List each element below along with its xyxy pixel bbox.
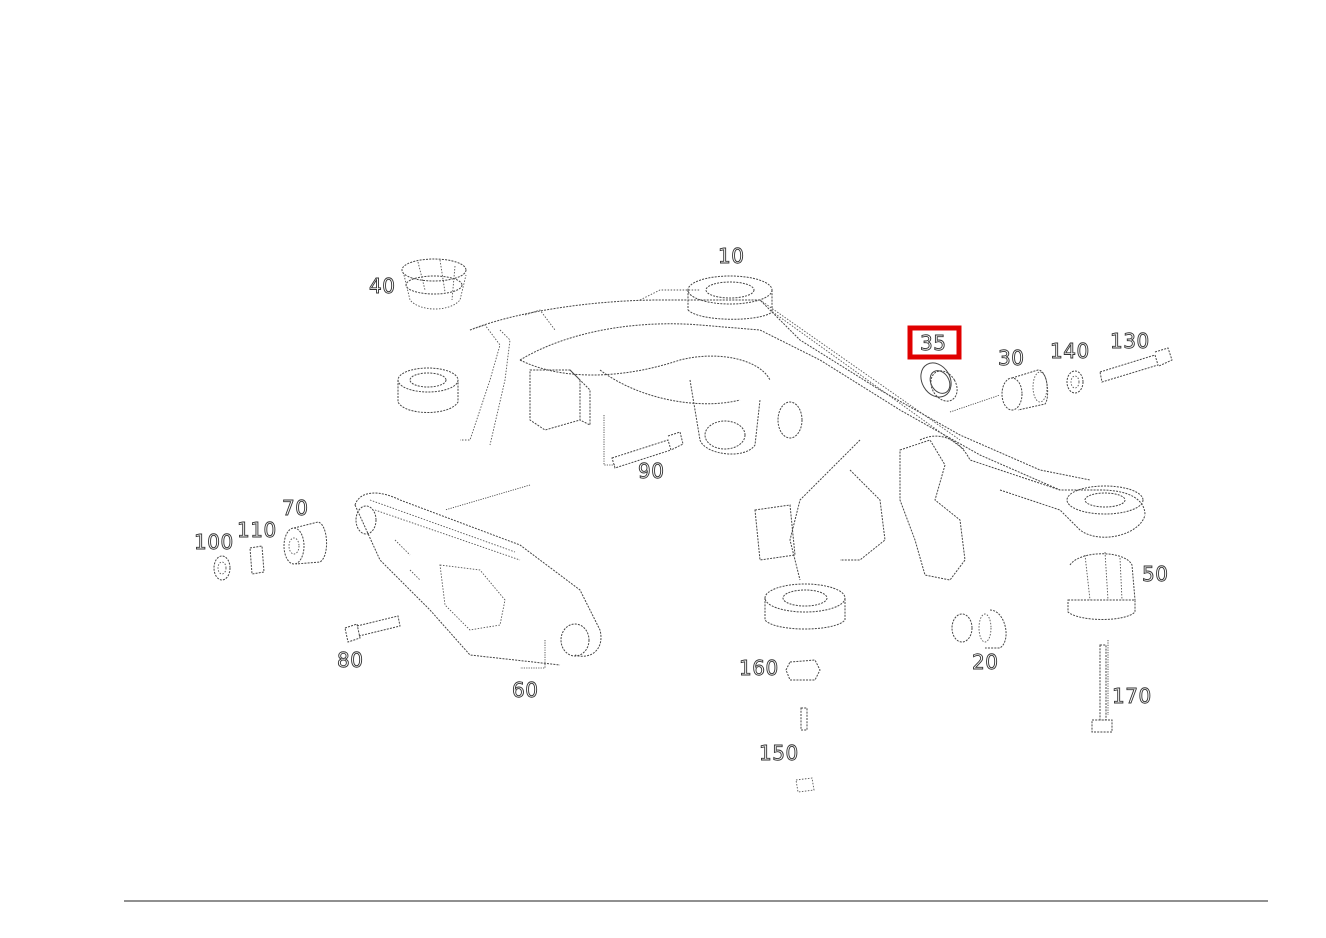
label-150[interactable]: 150: [759, 741, 799, 766]
label-40[interactable]: 40: [369, 274, 396, 299]
part-150-stud[interactable]: [795, 707, 815, 793]
label-60[interactable]: 60: [512, 678, 539, 703]
lower-center-mount: [764, 583, 846, 630]
part-140-washer[interactable]: [1066, 370, 1084, 394]
label-80[interactable]: 80: [337, 648, 364, 673]
label-90[interactable]: 90: [638, 459, 665, 484]
label-100[interactable]: 100: [194, 530, 234, 555]
label-170[interactable]: 170: [1112, 684, 1152, 709]
label-70[interactable]: 70: [282, 496, 309, 521]
part-100-washer[interactable]: [213, 555, 231, 581]
part-20-bushing[interactable]: [951, 609, 1007, 649]
label-140[interactable]: 140: [1050, 339, 1090, 364]
label-10[interactable]: 10: [718, 244, 745, 269]
part-labels: 10 20 30 35 40 50 60 70 80 90 100 110 13…: [194, 244, 1169, 766]
label-110[interactable]: 110: [237, 518, 277, 543]
label-20[interactable]: 20: [972, 650, 999, 675]
label-130[interactable]: 130: [1110, 329, 1150, 354]
part-35-seal[interactable]: [915, 357, 963, 405]
part-50-mount[interactable]: [1067, 551, 1136, 620]
leader-lines: [444, 394, 1109, 715]
part-60-trailing-arm[interactable]: [354, 492, 602, 666]
part-40-mount[interactable]: [401, 258, 467, 310]
part-30-bushing[interactable]: [1001, 369, 1049, 411]
part-160-nut[interactable]: [785, 659, 821, 681]
part-35-highlight-box: [907, 325, 962, 360]
part-130-bolt[interactable]: [1099, 347, 1173, 383]
label-30[interactable]: 30: [998, 346, 1025, 371]
label-50[interactable]: 50: [1142, 562, 1169, 587]
part-80-bolt[interactable]: [344, 615, 401, 643]
part-70-bushing[interactable]: [283, 521, 327, 565]
label-35[interactable]: 35: [920, 331, 947, 356]
part-110-spacer[interactable]: [249, 545, 265, 575]
part-10-subframe[interactable]: [397, 275, 1146, 581]
label-160[interactable]: 160: [739, 656, 779, 681]
part-170-bolt[interactable]: [1091, 644, 1113, 733]
